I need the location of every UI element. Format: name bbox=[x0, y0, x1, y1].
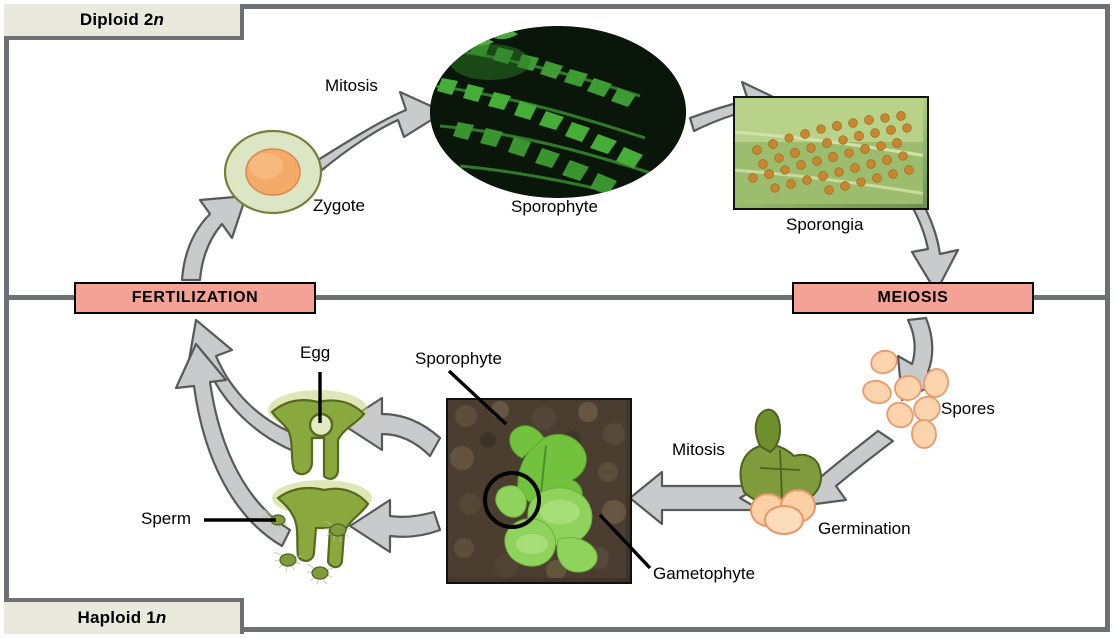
fertilization-box: FERTILIZATION bbox=[74, 282, 316, 314]
sporophyte-photo bbox=[430, 26, 686, 198]
label-germination: Germination bbox=[818, 519, 911, 538]
label-spores: Spores bbox=[941, 399, 995, 418]
haploid-label-n: n bbox=[155, 608, 167, 627]
meiosis-box: MEIOSIS bbox=[792, 282, 1034, 314]
label-mitosis-top: Mitosis bbox=[325, 76, 378, 95]
diploid-label-text: Diploid 2 bbox=[79, 10, 154, 29]
label-egg: Egg bbox=[300, 343, 331, 362]
label-sporophyte-top: Sporophyte bbox=[511, 197, 598, 216]
label-sporangia: Sporongia bbox=[786, 215, 864, 234]
label-zygote: Zygote bbox=[313, 196, 365, 215]
gametophyte-sporophyte-photo bbox=[446, 398, 632, 584]
diploid-label-n: n bbox=[153, 10, 165, 29]
haploid-label-text: Haploid 1 bbox=[77, 608, 156, 627]
label-sporophyte-bottom: Sporophyte bbox=[415, 349, 502, 368]
attachment-highlight-circle bbox=[483, 471, 541, 529]
ploidy-divider-line bbox=[9, 295, 1105, 300]
meiosis-label: MEIOSIS bbox=[877, 289, 949, 306]
label-gametophyte: Gametophyte bbox=[653, 564, 756, 583]
fertilization-label: FERTILIZATION bbox=[131, 289, 259, 306]
label-mitosis-bottom: Mitosis bbox=[672, 440, 725, 459]
label-sperm: Sperm bbox=[141, 509, 192, 528]
sporangia-photo bbox=[733, 96, 929, 210]
